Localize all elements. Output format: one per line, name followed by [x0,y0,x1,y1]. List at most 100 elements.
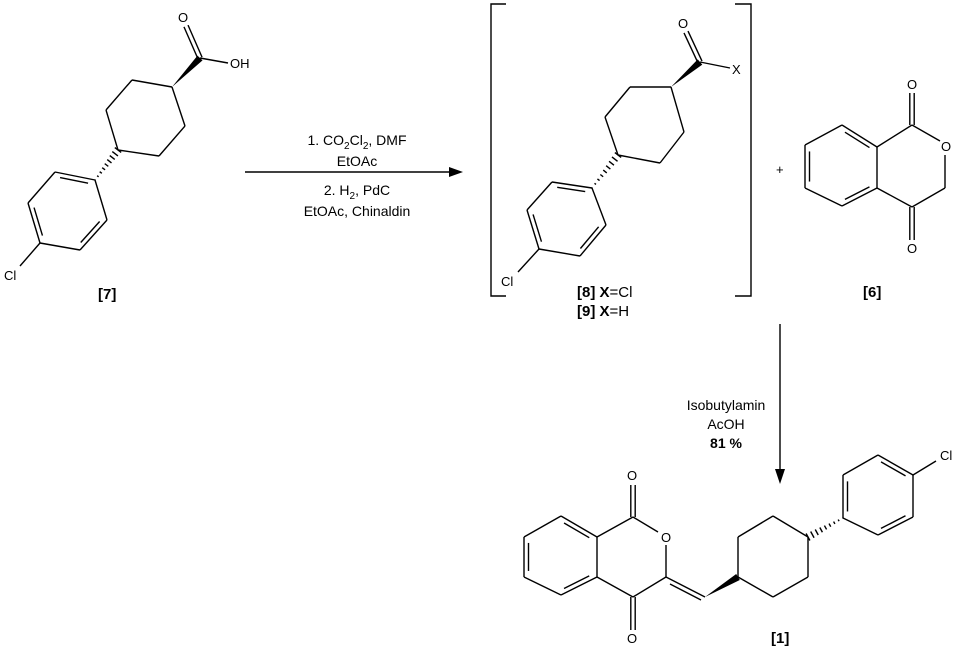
double-bond-inner [669,583,702,601]
phenyl-bond [27,202,41,244]
hashed-bond [599,173,604,178]
hashed-bond [828,523,832,528]
cyclohexane-bond [772,515,809,538]
double-bond [183,26,199,60]
bond [596,576,634,598]
phenyl-bond [39,242,81,251]
double-bond-inner [80,221,101,243]
compound-label-8: [8] X=Cl [577,284,632,301]
double-bond-inner [844,131,870,149]
hashed-bond [837,519,840,522]
bond [199,57,229,64]
bond [876,124,913,148]
phenyl-bond [54,171,96,181]
condition-line-2: AcOH [707,416,744,432]
hashed-bond [602,169,608,174]
compound-6: O O O [6] [863,77,951,301]
hashed-bond [109,155,116,160]
phenyl-bond [94,179,108,221]
hashed-bond [810,531,815,539]
cyclohexane-bond [604,116,619,156]
right-bracket [735,3,752,297]
arrowhead [775,469,785,484]
phenyl-bond [877,454,914,476]
bond [632,516,659,533]
bonds [19,3,946,630]
cyclohexane-bond [105,79,133,111]
arrowhead [449,167,463,177]
benzene-bond [560,515,598,538]
condition-line-1: 1. CO2Cl2, DMF [307,132,406,152]
phenyl-bond [526,181,553,211]
double-bond [187,24,203,58]
bond [912,460,937,476]
hashed-bond [832,521,836,525]
hashed-bond [614,151,622,159]
phenyl-bond [591,187,607,226]
phenyl-bond [579,224,607,257]
hashed-bond [805,533,811,541]
hashed-bond [608,160,615,166]
cyclohexane-bond [117,149,160,157]
phenyl-bond [842,454,879,476]
double-bond-inner [880,461,906,477]
bond [911,187,946,208]
hashed-bond [814,529,819,536]
atom-o: O [627,468,637,483]
cyclohexane-bond [772,576,809,598]
hashed-bond [104,163,109,167]
step1-conditions: 1. CO2Cl2, DMF EtOAc 2. H2, PdC EtOAc, C… [304,132,411,219]
atom-o: O [627,631,637,646]
atom-cl: Cl [940,448,952,463]
phenyl-bond [538,248,581,257]
bond [876,187,913,208]
double-bond-inner [59,176,89,184]
compound-label-1: [1] [771,630,789,647]
wedge-bond [671,59,703,87]
hashed-bond [819,527,824,533]
double-bond-inner [579,226,600,249]
atom-o: O [178,10,188,25]
cyclohexane-bond [737,576,774,598]
hashed-bond [114,147,122,153]
compound-7: O OH Cl [7] [4,10,250,303]
cyclohexane-bond [604,86,631,118]
double-bond-inner [563,522,590,539]
double-bond-inner [532,214,543,242]
atom-cl: Cl [501,274,513,289]
benzene-bond [523,576,562,596]
atom-o: O [661,530,671,545]
phenyl-bond [551,181,593,189]
benzene-bond [841,124,878,148]
yield: 81 % [710,435,742,451]
atom-o: O [907,77,917,92]
bond [19,242,41,267]
step2-conditions: Isobutylamin AcOH 81 % [687,397,766,451]
double-bond-inner [880,515,906,530]
double-bond [683,32,699,64]
double-bond-inner [563,575,590,590]
cyclohexane-bond [131,79,173,88]
bond [596,516,634,538]
cyclohexane-bond [617,154,661,164]
cyclohexane-bond [670,86,685,133]
benzene-bond [804,187,843,207]
hashed-bond [99,171,103,174]
atom-oh: OH [230,56,250,71]
double-bond [687,30,703,62]
condition-line-3: 2. H2, PdC [324,182,390,202]
hashed-bond [605,165,611,170]
hashed-bond [594,182,597,186]
bond [632,576,667,598]
cyclohexane-bond [171,86,186,127]
atom-o: O [941,139,951,154]
hashed-bond [101,167,106,171]
phenyl-bond [842,517,879,536]
plus-sign: + [776,162,784,177]
phenyl-bond [526,209,540,250]
bond [699,61,731,69]
compound-label-9: [9] X=H [577,303,629,320]
phenyl-bond [877,516,914,536]
hashed-bond [596,178,601,182]
